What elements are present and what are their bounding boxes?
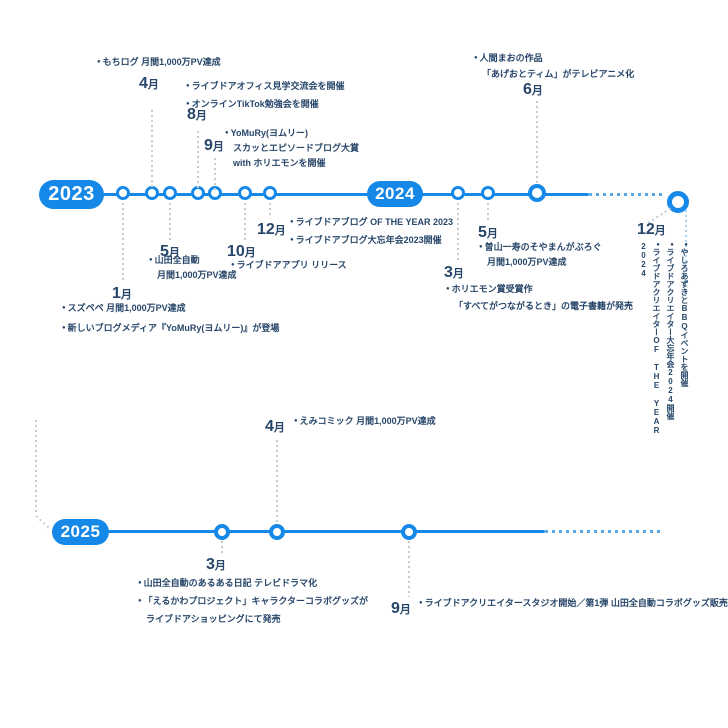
connector-2023-aug bbox=[197, 131, 199, 190]
month-label-2024-dec: 12月 bbox=[637, 221, 666, 238]
event-2025-mar: ●山田全自動のあるある日記 テレビドラマ化●「えるかわプロジェクト」キャラクター… bbox=[138, 578, 368, 624]
event-2023-dec: ●ライブドアブログ OF THE YEAR 2023●ライブドアブログ大忘年会2… bbox=[290, 217, 453, 245]
timeline-dot-2024-mar bbox=[451, 186, 465, 200]
month-label-2023-aug: 8月 bbox=[187, 106, 207, 123]
badge-2023: 2023 bbox=[39, 180, 104, 209]
event-2024-jun: ●人間まおの作品「あげおとティム」がテレビアニメ化 bbox=[474, 53, 635, 79]
event-2023-aug: ●ライブドアオフィス見学交流会を開催●オンラインTikTok勉強会を開催 bbox=[186, 81, 345, 109]
month-label-2023-oct: 10月 bbox=[227, 243, 256, 260]
connector-2023-jan bbox=[122, 203, 124, 283]
event-2023-apr: ●もちログ 月間1,000万PV達成 bbox=[97, 57, 221, 67]
event-2024-dec-vertical: ●やしろあずきとBBQイベントを開催●ライブドアクリエイター大忘年会2024開催… bbox=[639, 242, 689, 435]
timeline-dot-2024-may bbox=[481, 186, 495, 200]
connector-2023-dec bbox=[269, 203, 271, 218]
month-label-2023-jan: 1月 bbox=[112, 285, 132, 302]
connector-2024-may bbox=[487, 203, 489, 220]
month-label-2025-mar: 3月 bbox=[206, 556, 226, 573]
timeline-dashed-continuation-2025 bbox=[545, 530, 662, 533]
connector-2023-may bbox=[169, 203, 171, 240]
timeline-dot-2025-sep bbox=[401, 524, 417, 540]
wrap-connector-vertical bbox=[35, 420, 37, 514]
badge-2025: 2025 bbox=[52, 519, 109, 545]
month-label-2023-sep: 9月 bbox=[204, 137, 224, 154]
connector-2025-sep bbox=[408, 541, 410, 597]
event-2023-jan: ●スズペペ 月間1,000万PV達成●新しいブログメディア『YoMuRy(ヨムリ… bbox=[62, 303, 280, 333]
connector-2023-oct bbox=[244, 203, 246, 240]
timeline-dot-2025-mar bbox=[214, 524, 230, 540]
month-label-2024-jun: 6月 bbox=[523, 81, 543, 98]
timeline-line-2024 bbox=[421, 193, 589, 196]
month-label-2023-dec: 12月 bbox=[257, 221, 286, 238]
timeline-dot-2023-jan bbox=[116, 186, 130, 200]
timeline-dot-2025-apr bbox=[269, 524, 285, 540]
timeline-dot-2023-oct bbox=[238, 186, 252, 200]
month-label-2024-may: 5月 bbox=[478, 224, 498, 241]
month-label-2023-apr: 4月 bbox=[139, 75, 159, 92]
event-2024-may: ●曽山一寿のそやまんがぶろぐ月間1,000万PV達成 bbox=[479, 242, 602, 267]
timeline-dashed-continuation-2024 bbox=[589, 193, 663, 196]
event-2024-mar: ●ホリエモン賞受賞作「すべてがつながるとき」の電子書籍が発売 bbox=[446, 284, 634, 311]
event-2023-oct: ●ライブドアアプリ リリース bbox=[231, 260, 347, 270]
badge-2024: 2024 bbox=[367, 181, 423, 207]
connector-2023-sep bbox=[214, 158, 216, 190]
timeline-line-2025 bbox=[108, 530, 545, 533]
month-label-2025-apr: 4月 bbox=[265, 418, 285, 435]
connector-2024-dec-vertical bbox=[685, 210, 687, 294]
timeline-dot-2024-jun bbox=[528, 184, 546, 202]
timeline-line-2023 bbox=[103, 193, 369, 196]
month-label-2024-mar: 3月 bbox=[444, 264, 464, 281]
connector-2024-mar bbox=[457, 203, 459, 260]
connector-2025-apr bbox=[276, 440, 278, 524]
timeline-dot-2023-dec bbox=[263, 186, 277, 200]
event-2025-apr: ●えみコミック 月間1,000万PV達成 bbox=[294, 416, 436, 426]
event-2023-may: ●山田全自動月間1,000万PV達成 bbox=[149, 255, 237, 280]
timeline-dot-2024-dec bbox=[667, 191, 689, 213]
wrap-connector-curve bbox=[35, 515, 52, 531]
event-2025-sep: ●ライブドアクリエイタースタジオ開始／第1弾 山田全自動コラボグッズ販売開始 bbox=[419, 598, 728, 608]
connector-2023-apr bbox=[151, 110, 153, 190]
connector-2024-jun bbox=[536, 101, 538, 186]
timeline-dot-2023-may bbox=[163, 186, 177, 200]
month-label-2023-may: 5月 bbox=[160, 243, 180, 260]
connector-2025-mar bbox=[221, 541, 223, 555]
month-label-2025-sep: 9月 bbox=[391, 600, 411, 617]
